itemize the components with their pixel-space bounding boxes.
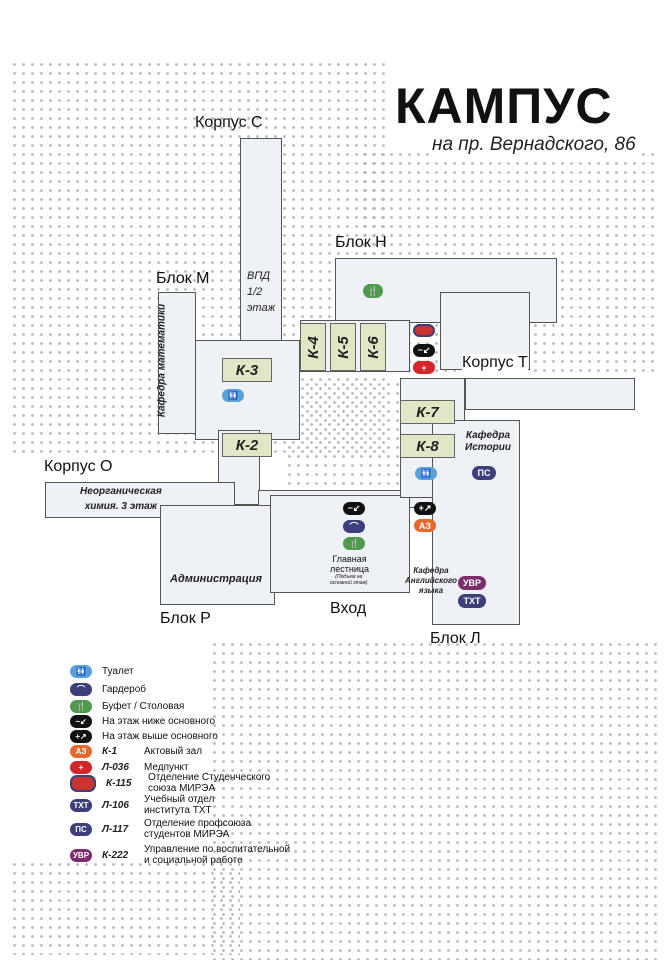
label-admin: Администрация xyxy=(170,573,263,585)
label-kafedra-math: Кафедра математики xyxy=(156,303,168,418)
medical-icon: + xyxy=(413,361,435,374)
floor-up-icon: +↗ xyxy=(414,502,436,515)
label-blok-m: Блок М xyxy=(156,270,210,287)
floor-down-icon: −↙ xyxy=(413,344,435,357)
label-kafedra-english: Кафедра Английского языка xyxy=(405,566,457,595)
floor-down-icon: −↙ xyxy=(343,502,365,515)
legend-row: + Л-036 Медпункт xyxy=(70,758,189,776)
legend-row: ⌒ Гардероб xyxy=(70,680,146,698)
student-union-icon xyxy=(413,324,435,337)
uvr-badge: УВР xyxy=(458,576,486,590)
map-title: КАМПУС xyxy=(395,78,613,134)
legend-code: Л-117 xyxy=(102,823,129,835)
assembly-hall-badge: АЗ xyxy=(414,519,436,532)
trade-union-badge: ПС xyxy=(472,466,496,480)
legend-description: Учебный отдел института ТХТ xyxy=(144,794,215,816)
legend-code: К-222 xyxy=(102,849,129,861)
legend-code: Л-036 xyxy=(102,761,129,773)
korpus-c-building[interactable] xyxy=(240,138,282,343)
main-stairs-hall[interactable] xyxy=(270,495,410,593)
room-k8[interactable]: К-8 xyxy=(400,434,455,458)
legend-description: Буфет / Столовая xyxy=(102,700,185,712)
legend-description: Медпункт xyxy=(144,761,189,773)
legend-row: ТХТ Л-106 Учебный отдел института ТХТ xyxy=(70,794,215,816)
label-main-stairs: Главная лестница xyxy=(330,554,370,574)
room-k6[interactable]: К-6 xyxy=(360,323,386,371)
legend-description: Отделение профсоюза студентов МИРЭА xyxy=(144,818,252,840)
student-union-icon xyxy=(70,774,96,792)
map-subtitle: на пр. Вернадского, 86 xyxy=(432,134,636,156)
legend-code: К-115 xyxy=(106,777,132,789)
floor-down-icon: −↙ xyxy=(70,714,92,728)
toilet-icon: 🚻 xyxy=(70,664,92,678)
label-blok-l: Блок Л xyxy=(430,630,481,647)
label-vpd: ВПД 1/2 этаж xyxy=(247,270,276,314)
legend-description: На этаж выше основного xyxy=(102,730,218,742)
toilet-icon: 🚻 xyxy=(222,389,244,402)
legend-row: АЗ К-1 Актовый зал xyxy=(70,742,202,760)
legend-row: 🍴 Буфет / Столовая xyxy=(70,697,184,715)
dot-pattern xyxy=(210,640,660,960)
cafe-icon: 🍴 xyxy=(343,537,365,550)
label-blok-n: Блок Н xyxy=(335,234,387,251)
legend-row: К-115 Отделение Студенческого союза МИРЭА xyxy=(70,772,271,794)
txt-icon: ТХТ xyxy=(70,798,92,812)
legend-description: Актовый зал xyxy=(144,745,203,757)
dot-pattern xyxy=(285,380,415,490)
room-k3[interactable]: К-3 xyxy=(222,358,272,382)
txt-badge: ТХТ xyxy=(458,594,486,608)
cafe-icon: 🍴 xyxy=(70,699,92,713)
korpus-t-building[interactable] xyxy=(465,378,635,410)
label-korpus-c: Корпус С xyxy=(195,114,263,131)
room-k4[interactable]: К-4 xyxy=(300,323,326,371)
blok-r-building[interactable] xyxy=(160,505,275,605)
dot-pattern xyxy=(10,860,240,955)
trade-union-icon: ПС xyxy=(70,822,92,836)
assembly-hall-icon: АЗ xyxy=(70,744,92,758)
room-k2[interactable]: К-2 xyxy=(222,433,272,457)
toilet-icon: 🚻 xyxy=(415,467,437,480)
medical-icon: + xyxy=(70,760,92,774)
legend-description: Гардероб xyxy=(102,683,146,695)
cafe-icon: 🍴 xyxy=(363,284,383,298)
legend-code: Л-106 xyxy=(102,799,129,811)
legend-row: УВР К-222 Управление по воспитательной и с… xyxy=(70,844,291,866)
legend-row: 🚻 Туалет xyxy=(70,662,134,680)
legend-description: Управление по воспитательной и социально… xyxy=(144,844,291,866)
label-neorg: Неорганическая химия. 3 этаж xyxy=(80,486,162,512)
legend-description: Отделение Студенческого союза МИРЭА xyxy=(148,772,271,794)
label-entrance: Вход xyxy=(330,600,367,617)
label-kafedra-history: Кафедра Истории xyxy=(465,430,511,453)
blok-m-link xyxy=(195,340,300,440)
wardrobe-icon: ⌒ xyxy=(343,520,365,533)
wardrobe-icon: ⌒ xyxy=(70,682,92,696)
legend-code: К-1 xyxy=(102,745,118,757)
label-main-stairs-note: (Подъем на основной этаж) xyxy=(330,574,368,586)
label-blok-r: Блок Р xyxy=(160,610,211,627)
room-k5[interactable]: К-5 xyxy=(330,323,356,371)
label-korpus-t: Корпус Т xyxy=(462,354,528,372)
floor-up-icon: +↗ xyxy=(70,729,92,743)
legend-row: +↗ На этаж выше основного xyxy=(70,727,218,745)
legend-row: −↙ На этаж ниже основного xyxy=(70,712,215,730)
legend-description: Туалет xyxy=(102,665,134,677)
label-korpus-o: Корпус О xyxy=(44,458,113,475)
uvr-icon: УВР xyxy=(70,848,92,862)
legend-description: На этаж ниже основного xyxy=(102,715,216,727)
legend-row: ПС Л-117 Отделение профсоюза студентов МИР… xyxy=(70,818,252,840)
room-k7[interactable]: К-7 xyxy=(400,400,455,424)
